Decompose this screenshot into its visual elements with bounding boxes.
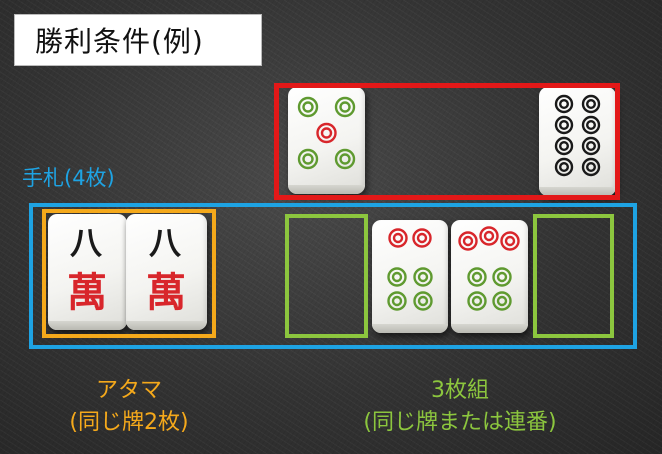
title-text: 勝利条件(例) (35, 25, 204, 58)
tile-suit-char: 萬 (67, 269, 107, 316)
title-box: 勝利条件(例) (14, 14, 262, 66)
tile-suit-char: 萬 (146, 269, 186, 316)
hand-tile-8-man-1[interactable]: 八 萬 (48, 214, 127, 330)
pair-description: (同じ牌2枚) (69, 410, 189, 435)
candidate-tile-8-pin[interactable] (539, 87, 616, 196)
hand-tile-8-man-2[interactable]: 八 萬 (126, 214, 207, 330)
set-empty-slot-left[interactable] (285, 214, 368, 338)
set-empty-slot-right[interactable] (533, 214, 614, 338)
pair-label: アタマ (95, 378, 162, 403)
hand-label: 手札(4枚) (22, 166, 115, 190)
set-label: 3枚組 (431, 378, 489, 403)
pin-5-red-green-icon (387, 228, 433, 311)
set-description: (同じ牌または連番) (363, 410, 557, 435)
candidate-tile-5-pin[interactable] (288, 87, 365, 194)
candidate-tiles-frame (274, 83, 620, 200)
hand-tile-6-pin-set[interactable] (451, 220, 528, 333)
pair-frame (42, 209, 216, 338)
pin-6-red-green-icon (458, 226, 520, 311)
hand-tile-5-pin-set[interactable] (372, 220, 448, 333)
pin-5-icon (297, 96, 356, 170)
tile-number-char: 八 (70, 224, 103, 262)
tile-number-char: 八 (149, 224, 182, 262)
man-8-icon: 八 萬 (146, 224, 186, 316)
pin-8-icon (554, 94, 601, 177)
hand-frame (29, 203, 637, 349)
man-8-icon: 八 萬 (67, 224, 107, 316)
